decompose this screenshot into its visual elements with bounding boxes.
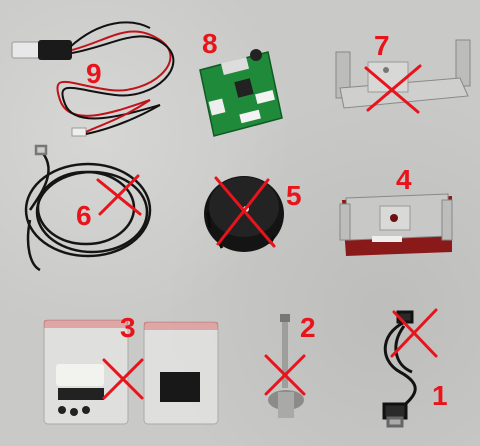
item-number-8: 8: [202, 28, 218, 59]
item-number-4: 4: [396, 164, 412, 195]
item-number-5: 5: [286, 180, 302, 211]
metal-bracket-item: [335, 39, 471, 109]
pcb-board-item: [199, 49, 283, 137]
round-disk-item: [204, 176, 284, 252]
usb-plug-body: [38, 40, 72, 60]
shaft-item: [268, 314, 304, 418]
cross-mark-5a: [214, 176, 276, 248]
cross-mark-3b: [102, 358, 144, 400]
item-number-6: 6: [76, 200, 92, 231]
usb-cable-item: [11, 21, 175, 137]
cross-marks: [96, 64, 438, 400]
cross-mark-5b: [216, 178, 270, 246]
coiled-cable-item: [24, 144, 152, 272]
item-number-2: 2: [300, 312, 316, 343]
item-number-9: 9: [86, 58, 102, 89]
cross-mark-2b: [264, 354, 306, 396]
item-number-3: 3: [120, 312, 136, 343]
cross-mark-6b: [98, 174, 140, 216]
item-number-7: 7: [374, 30, 390, 61]
item-number-1: 1: [432, 380, 448, 411]
cross-mark-7b: [366, 64, 422, 112]
pcb-bracket-item: [339, 193, 453, 256]
zip-bags-item: [43, 319, 219, 425]
cross-mark-1b: [390, 308, 438, 358]
